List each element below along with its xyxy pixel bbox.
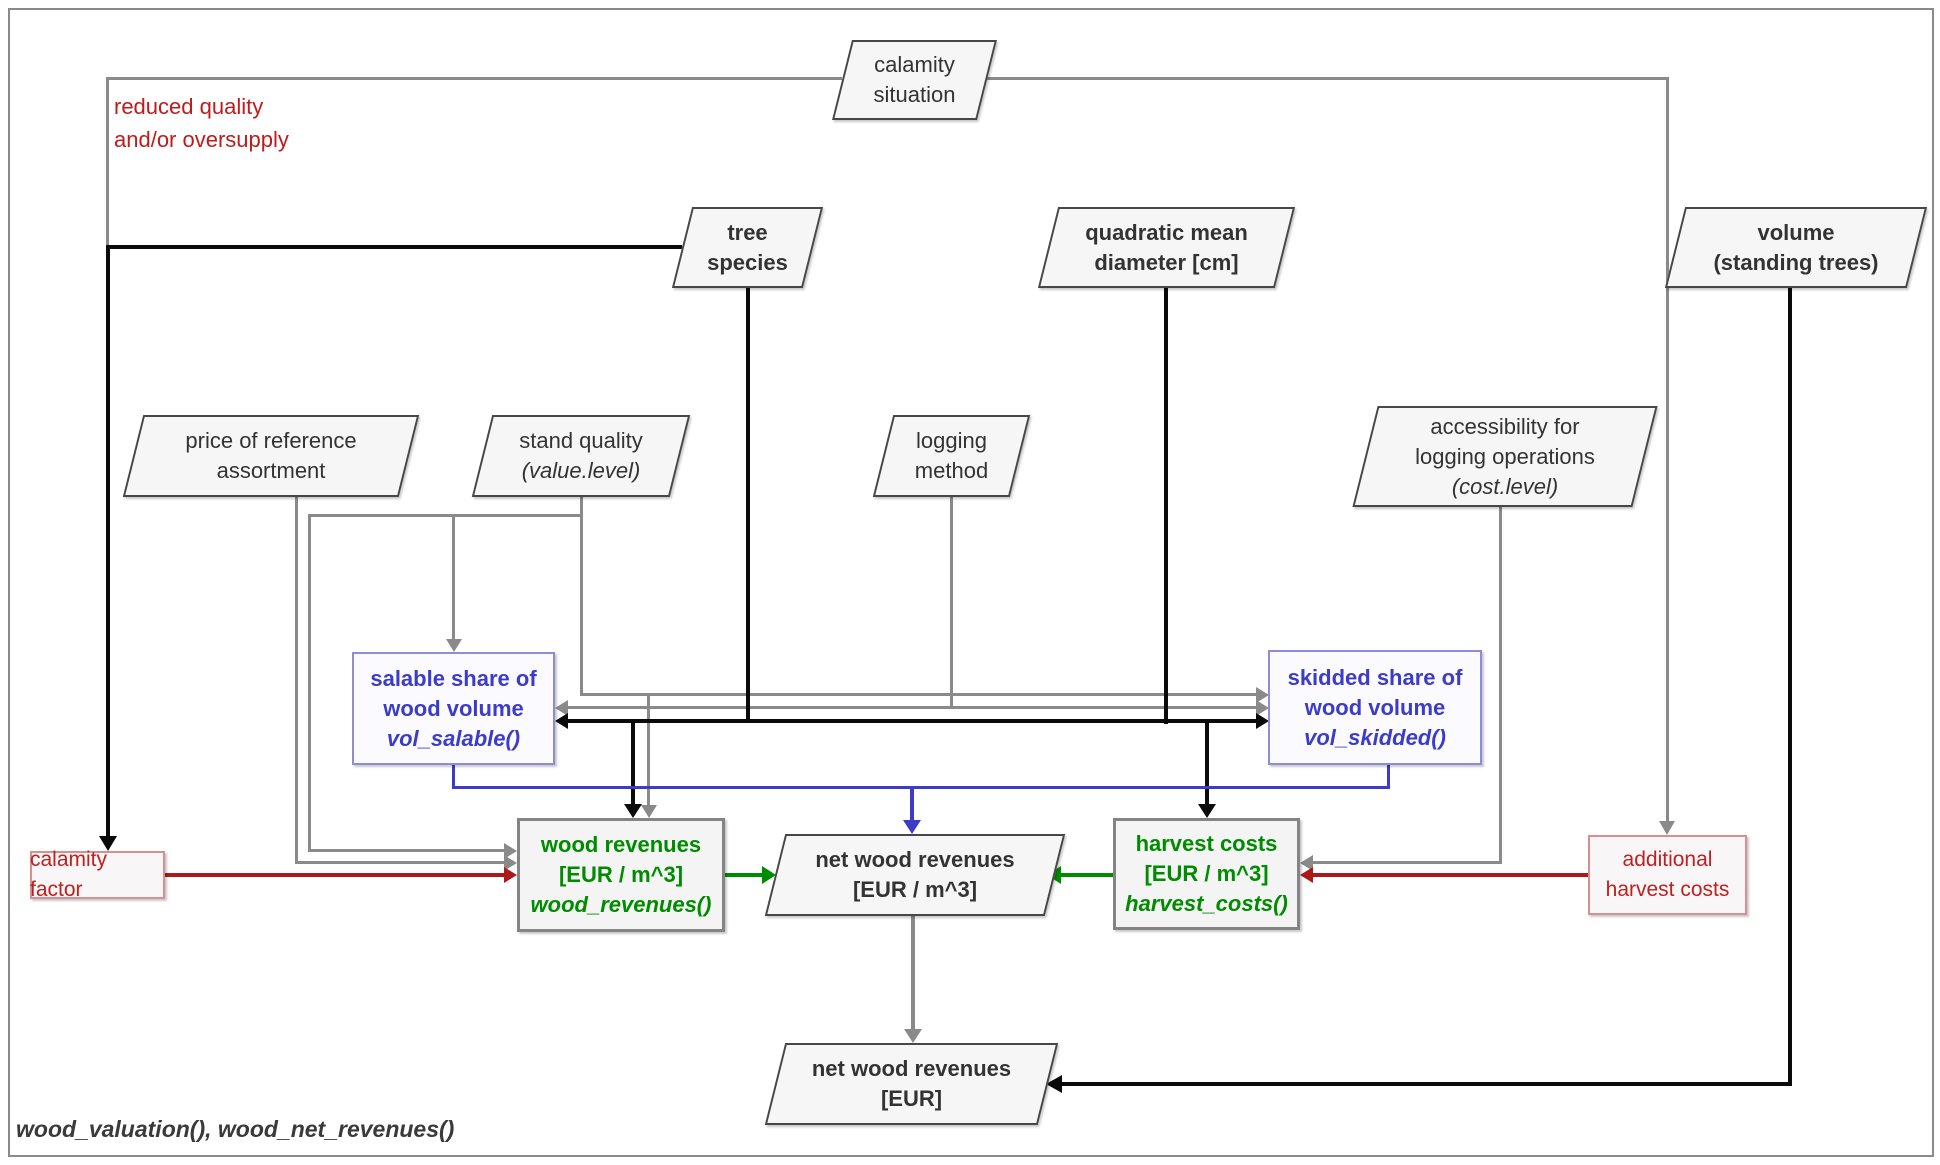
edge-calamityfactor-to-woodrev — [165, 873, 505, 877]
edge-standquality-left-v — [308, 514, 311, 852]
edge-standquality-to-skidded-h — [580, 693, 1256, 696]
arrowhead-left-neteur-black — [1046, 1075, 1062, 1093]
edge-calamity-left-h — [106, 77, 842, 80]
edge-qmd-v — [1164, 288, 1168, 724]
additional-harvest-costs-shape — [1588, 835, 1747, 915]
edge-standquality-v — [580, 497, 583, 694]
arrowhead-left-salable-gray — [555, 700, 568, 716]
arrowhead-down-woodrev-black — [624, 804, 642, 818]
edge-volume-v — [1788, 288, 1792, 1086]
arrowhead-right-skidded-black — [1256, 713, 1269, 729]
calamity-factor-shape — [30, 851, 165, 899]
node-wood-revenues: wood revenues[EUR / m^3]wood_revenues() — [517, 818, 725, 932]
node-net-wood-revenues-eur: net wood revenues[EUR] — [764, 1043, 1059, 1125]
arrowhead-down-harvestcosts-black — [1198, 804, 1216, 818]
harvest-costs-shape — [1113, 818, 1300, 930]
edge-standquality-to-woodrev-h — [308, 849, 504, 852]
edge-standquality-bracket-h — [308, 514, 582, 517]
node-volume-standing-trees: volume(standing trees) — [1664, 207, 1928, 288]
edge-to-calamityfactor-v — [106, 245, 110, 838]
edge-volume-to-neteur-h — [1062, 1082, 1792, 1086]
node-calamity-factor: calamity factor — [30, 848, 165, 901]
edge-black-drop-woodrev — [631, 719, 635, 806]
edge-netm3-to-neteur — [911, 916, 915, 1031]
arrowhead-left-salable-black — [555, 713, 568, 729]
edge-price-h — [295, 861, 504, 864]
edge-blue-merge-h — [452, 786, 1390, 789]
edge-salable-down-v — [452, 765, 455, 789]
edge-calamity-right-v — [1666, 77, 1669, 822]
edge-harvestcosts-to-netm3 — [1061, 873, 1113, 877]
wood-revenues-shape — [517, 818, 725, 932]
annotation-line-1: reduced quality — [114, 94, 264, 119]
arrowhead-right-netm3-green — [762, 866, 776, 884]
edge-logging-v — [950, 497, 953, 707]
edge-accessibility-v — [1499, 507, 1502, 863]
edge-blue-to-netm3-v — [910, 786, 914, 822]
arrowhead-down-neteur — [904, 1029, 922, 1043]
node-net-wood-revenues-m3: net wood revenues[EUR / m^3] — [764, 834, 1066, 916]
annotation-reduced-quality: reduced quality and/or oversupply — [114, 90, 289, 156]
edge-woodrev-to-netm3 — [725, 873, 765, 877]
edge-additional-to-harvestcosts — [1313, 873, 1588, 877]
node-stand-quality: stand quality(value.level) — [471, 415, 691, 497]
edge-treespecies-v — [746, 288, 750, 722]
arrowhead-left-harvestcosts-red — [1300, 867, 1313, 883]
edge-accessibility-h — [1313, 861, 1502, 864]
edge-standquality-to-salable-v — [452, 514, 455, 640]
caption-function-names: wood_valuation(), wood_net_revenues() — [16, 1116, 455, 1142]
edge-price-v — [295, 497, 298, 862]
edge-logging-h — [568, 706, 1256, 709]
arrowhead-down-woodrev-gray — [641, 805, 657, 818]
edge-calamity-right-h — [987, 77, 1667, 80]
edge-treespecies-left-h — [106, 245, 682, 249]
arrowhead-right-skidded-2 — [1256, 700, 1269, 716]
arrowhead-down-netm3-blue — [903, 820, 921, 834]
vol-skidded-shape — [1268, 650, 1482, 765]
node-harvest-costs: harvest costs[EUR / m^3]harvest_costs() — [1113, 818, 1300, 930]
annotation-line-2: and/or oversupply — [114, 127, 289, 152]
edge-black-drop-harvestcosts — [1205, 719, 1209, 806]
diagram-border — [8, 8, 1934, 1157]
arrowhead-down-salable — [446, 639, 462, 652]
edge-skidded-down-v — [1387, 765, 1390, 789]
edge-calamity-left-v — [106, 77, 109, 247]
edge-black-bundle-h — [568, 719, 1256, 723]
edge-gray-drop-woodrev-top — [647, 693, 650, 806]
arrowhead-down-calamityfactor — [99, 836, 117, 851]
arrowhead-right-woodrev-red — [504, 867, 517, 883]
vol-salable-shape — [352, 652, 555, 765]
arrowhead-right-skidded-1 — [1256, 687, 1269, 703]
arrowhead-down-additional-costs — [1659, 821, 1675, 835]
